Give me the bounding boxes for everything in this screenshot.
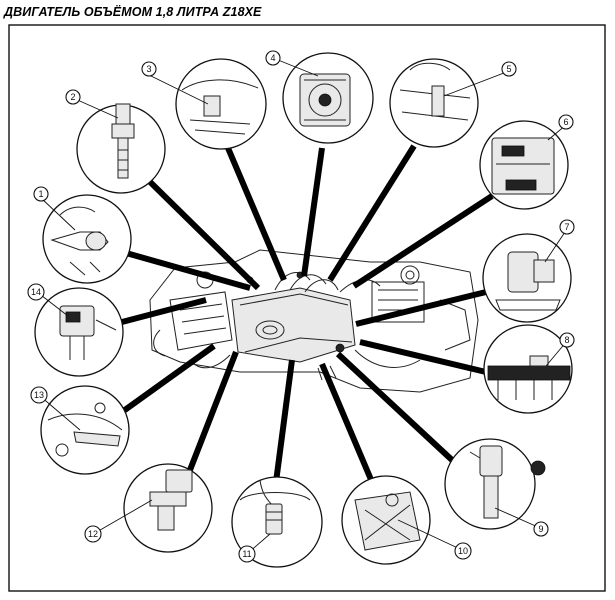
label-10-text: 10 — [458, 546, 468, 556]
callout-6 — [479, 120, 569, 210]
label-11: 11 — [238, 545, 256, 563]
callout-3 — [175, 58, 267, 150]
label-4: 4 — [265, 50, 281, 66]
callout-5 — [389, 58, 479, 148]
label-5-text: 5 — [506, 64, 511, 74]
callout-1 — [42, 194, 132, 284]
label-11-text: 11 — [242, 549, 251, 559]
label-4-text: 4 — [270, 53, 275, 63]
label-6: 6 — [558, 114, 574, 130]
callout-8 — [483, 324, 573, 414]
label-8-text: 8 — [564, 335, 569, 345]
label-14-text: 14 — [31, 287, 41, 297]
label-5: 5 — [501, 61, 517, 77]
label-6-text: 6 — [563, 117, 568, 127]
label-12: 12 — [84, 525, 102, 543]
label-3-text: 3 — [146, 64, 151, 74]
leader-lines — [36, 57, 568, 554]
callout-11 — [231, 476, 323, 568]
label-7: 7 — [559, 219, 575, 235]
callout-2 — [76, 103, 166, 194]
label-10: 10 — [454, 542, 472, 560]
label-13-text: 13 — [34, 390, 44, 400]
label-9: 9 — [533, 521, 549, 537]
label-13: 13 — [30, 386, 48, 404]
callout-10 — [341, 475, 431, 565]
label-14: 14 — [27, 283, 45, 301]
label-3: 3 — [141, 61, 157, 77]
diagram-frame — [8, 24, 606, 592]
label-12-text: 12 — [88, 529, 98, 539]
callout-9 — [444, 438, 546, 530]
callout-7 — [482, 233, 572, 323]
label-2-text: 2 — [70, 92, 75, 102]
pointer-lines — [120, 144, 494, 484]
label-2: 2 — [65, 89, 81, 105]
callout-14 — [34, 287, 124, 377]
diagram-title: ДВИГАТЕЛЬ ОБЪЁМОМ 1,8 ЛИТРА Z18XE — [4, 5, 262, 19]
callout-13 — [40, 385, 130, 475]
engine-bay-illustration — [149, 249, 479, 393]
label-9-text: 9 — [538, 524, 543, 534]
label-7-text: 7 — [564, 222, 569, 232]
callout-12 — [123, 463, 213, 553]
label-1: 1 — [33, 186, 49, 202]
label-1-text: 1 — [38, 189, 43, 199]
callout-4 — [282, 52, 374, 144]
label-8: 8 — [559, 332, 575, 348]
